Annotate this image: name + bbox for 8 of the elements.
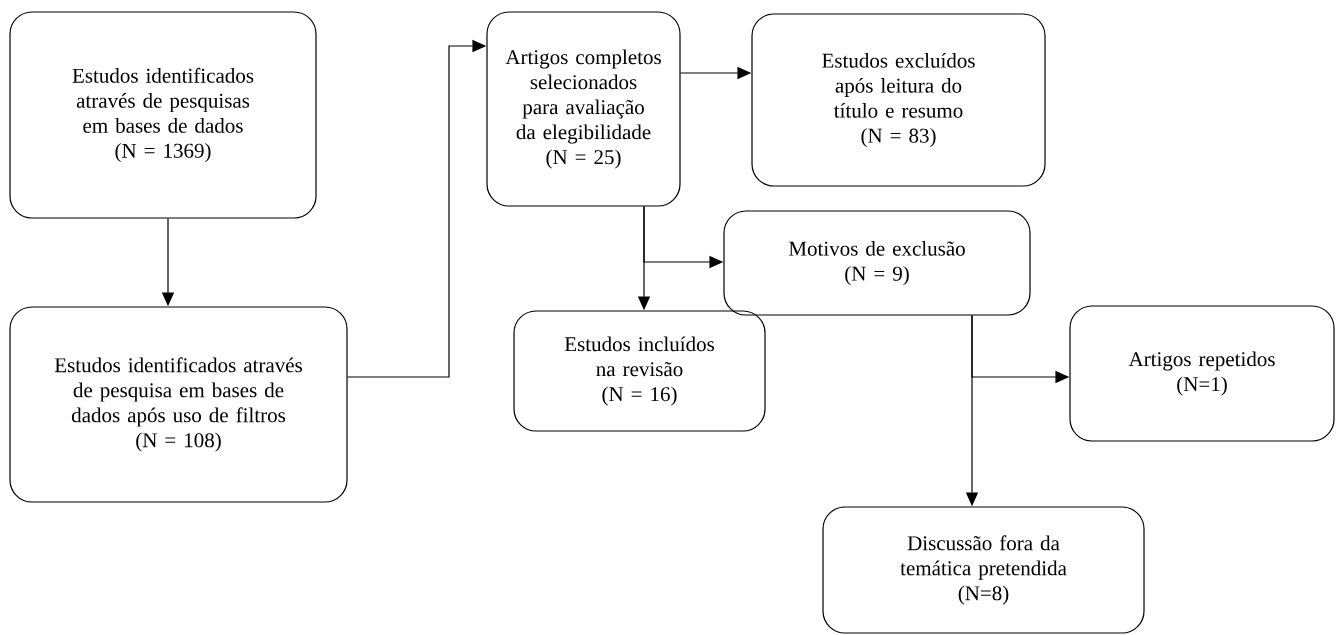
process-box: Estudos excluídos após leitura do título e resumo (N = 83) bbox=[751, 13, 1046, 187]
process-box: Discussão fora da temática pretendida (N=8) bbox=[822, 506, 1145, 634]
process-box: Estudos incluídos na revisão (N = 16) bbox=[513, 310, 766, 432]
process-box: Estudos identificados através de pesquisa em bases de dados após uso de filtros (N = 108) bbox=[9, 306, 348, 503]
process-box: Estudos identificados através de pesquisas em bases de dados (N = 1369) bbox=[9, 11, 317, 219]
process-box: Artigos repetidos (N=1) bbox=[1069, 305, 1335, 442]
process-box: Artigos completos selecionados para avaliação da elegibilidade (N = 25) bbox=[486, 11, 681, 207]
process-box: Motivos de exclusão (N = 9) bbox=[723, 210, 1031, 316]
